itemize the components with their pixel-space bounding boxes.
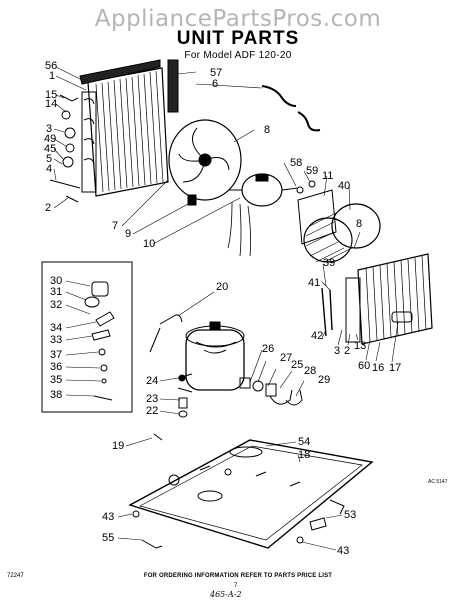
overload-parts — [239, 377, 303, 406]
callout-30: 30 — [50, 275, 63, 287]
callout-59: 59 — [306, 165, 319, 177]
callout-20: 20 — [216, 281, 229, 293]
callout-34: 34 — [50, 322, 63, 334]
callout-4: 4 — [46, 163, 53, 175]
handwritten-note: 465-A-2 — [210, 590, 242, 599]
callout-19: 19 — [112, 440, 125, 452]
callout-10: 10 — [143, 238, 156, 250]
callout-26: 26 — [262, 343, 275, 355]
foam-strip-side — [167, 59, 179, 113]
callout-3: 3 — [46, 123, 53, 135]
watermark: AppliancePartsPros.com — [94, 6, 382, 32]
callout-7: 7 — [112, 220, 119, 232]
compressor — [149, 314, 245, 418]
condenser-coil — [345, 253, 433, 345]
callout-38: 38 — [50, 389, 63, 401]
callout-14: 14 — [45, 98, 58, 110]
page-number: 7 — [234, 583, 238, 589]
callout-11: 11 — [322, 170, 334, 182]
left-small-parts — [49, 94, 81, 203]
callout-40: 40 — [338, 180, 351, 192]
ordering-info-footer: FOR ORDERING INFORMATION REFER TO PARTS … — [143, 573, 333, 579]
callout-53: 53 — [344, 509, 357, 521]
callout-29: 29 — [318, 374, 331, 386]
callout-41: 41 — [308, 277, 321, 289]
callout-8-right: 8 — [356, 218, 363, 230]
evaporator-coil — [81, 67, 169, 197]
callout-25: 25 — [291, 359, 304, 371]
drain-tube — [261, 85, 321, 132]
control-parts-box — [41, 261, 133, 413]
callout-17: 17 — [389, 362, 402, 374]
callout-18: 18 — [298, 449, 311, 461]
callout-23: 23 — [146, 393, 159, 405]
callout-39: 39 — [323, 257, 336, 269]
callout-35: 35 — [50, 374, 63, 386]
leader-lines — [53, 66, 399, 551]
callout-54: 54 — [298, 436, 311, 448]
motor-bracket — [297, 189, 337, 245]
callout-5: 5 — [46, 153, 53, 165]
control-parts — [84, 281, 115, 401]
callout-3-right: 3 — [334, 345, 341, 357]
callout-24: 24 — [146, 375, 159, 387]
base-pan — [128, 433, 374, 549]
callout-8-top: 8 — [264, 124, 271, 136]
callout-43-left: 43 — [102, 511, 115, 523]
callout-1: 1 — [49, 70, 56, 82]
callout-22: 22 — [146, 405, 159, 417]
figure-code: AC 5147 — [428, 479, 448, 485]
callout-58: 58 — [290, 157, 303, 169]
callout-45: 45 — [44, 143, 57, 155]
callout-2-right: 2 — [344, 345, 351, 357]
callout-42: 42 — [311, 330, 324, 342]
blower-wheel — [303, 203, 381, 263]
callout-27: 27 — [280, 352, 293, 364]
callout-49: 49 — [44, 133, 57, 145]
callout-37: 37 — [50, 349, 63, 361]
fan-motor — [227, 173, 299, 257]
bracket-clip — [309, 517, 327, 531]
model-subtitle: For Model ADF 120-20 — [184, 50, 292, 61]
callout-33: 33 — [50, 334, 63, 346]
callout-60: 60 — [358, 360, 371, 372]
document-code: 72247 — [7, 573, 24, 579]
callout-2: 2 — [45, 202, 52, 214]
callout-6: 6 — [212, 78, 219, 90]
callout-57: 57 — [210, 67, 223, 79]
callout-15: 15 — [45, 89, 58, 101]
callout-13: 13 — [354, 340, 367, 352]
callout-31: 31 — [50, 286, 63, 298]
callout-43-right: 43 — [337, 545, 350, 557]
callout-9: 9 — [125, 228, 132, 240]
diagram-title: UNIT PARTS — [176, 28, 300, 49]
callout-32: 32 — [50, 299, 63, 311]
callout-56: 56 — [45, 60, 58, 72]
callout-55: 55 — [102, 532, 115, 544]
callout-16: 16 — [372, 362, 385, 374]
callout-28: 28 — [304, 365, 317, 377]
foam-strip-top — [79, 59, 161, 85]
fan-blade — [168, 119, 242, 206]
callout-36: 36 — [50, 361, 63, 373]
